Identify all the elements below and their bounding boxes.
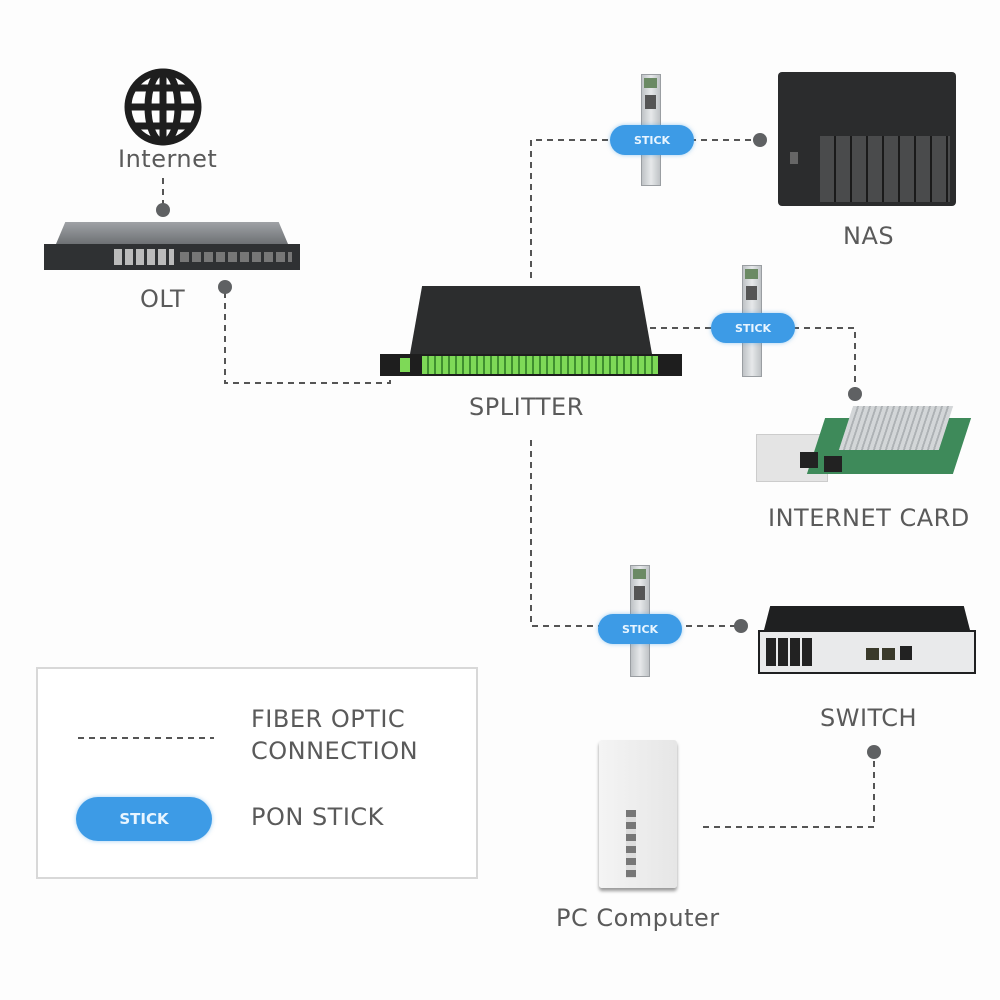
legend-dashed-line	[78, 737, 214, 739]
connection-dot	[753, 133, 767, 147]
internet-card-label: INTERNET CARD	[768, 504, 970, 532]
splitter-ports	[422, 356, 658, 374]
internet-label: Internet	[118, 145, 218, 173]
switch-label: SWITCH	[820, 704, 918, 732]
switch-device	[758, 606, 976, 674]
internet-card-device	[756, 398, 972, 490]
globe-icon	[124, 68, 202, 146]
stick-badge-nas: STICK	[610, 125, 694, 155]
legend: FIBER OPTIC CONNECTION STICK PON STICK	[36, 667, 478, 879]
connection-dot	[848, 387, 862, 401]
stick-badge-internet-card: STICK	[711, 313, 795, 343]
olt-device	[44, 222, 300, 270]
legend-fiber-label-line1: FIBER OPTIC	[251, 705, 406, 733]
pc-device	[599, 740, 677, 888]
nas-device	[778, 72, 956, 206]
legend-pon-stick-label: PON STICK	[251, 803, 384, 831]
connection-dot	[218, 280, 232, 294]
wire-switch-pc	[703, 750, 875, 828]
connection-dot	[734, 619, 748, 633]
splitter-device	[380, 286, 682, 378]
olt-label: OLT	[140, 285, 186, 313]
nas-label: NAS	[843, 222, 895, 250]
connection-dot	[156, 203, 170, 217]
splitter-label: SPLITTER	[469, 393, 584, 421]
connection-dot	[867, 745, 881, 759]
pc-label: PC Computer	[556, 904, 720, 932]
legend-stick-badge: STICK	[76, 797, 212, 841]
stick-badge-switch: STICK	[598, 614, 682, 644]
internet-node	[122, 66, 204, 148]
wire-olt-splitter	[224, 292, 391, 384]
legend-fiber-label-line2: CONNECTION	[251, 737, 419, 765]
